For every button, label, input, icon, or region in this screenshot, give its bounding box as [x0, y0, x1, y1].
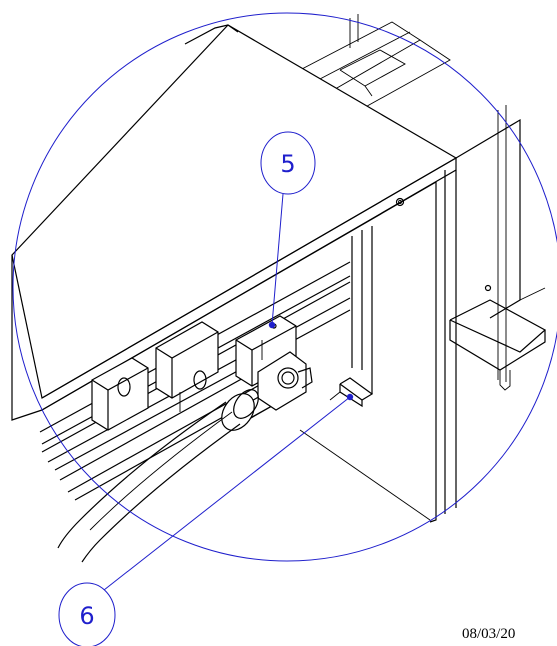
detail-view-circle: [12, 12, 557, 562]
mounting-block-1: [91, 357, 149, 431]
side-bracket: [449, 105, 547, 391]
cabinet-housing: [11, 24, 458, 523]
hose-connector: [221, 351, 313, 431]
mounting-block-2: [155, 321, 219, 412]
callout-6-label: 6: [79, 602, 94, 630]
vertical-rod: [329, 226, 374, 408]
callout-5-label: 5: [280, 150, 295, 178]
callout-5: 5: [260, 131, 316, 329]
hose: [57, 401, 241, 563]
callout-6: 6: [58, 393, 354, 646]
drawing-date: 08/03/20: [462, 626, 516, 642]
